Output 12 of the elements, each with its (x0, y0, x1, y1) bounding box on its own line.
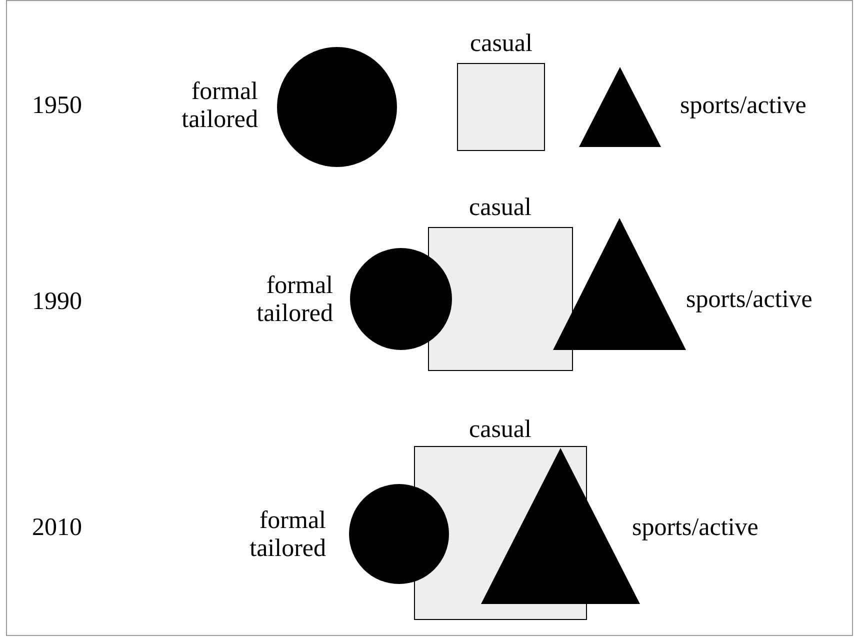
year-label: 1990 (32, 288, 82, 316)
category-label: sports/active (632, 514, 758, 542)
category-label: formal tailored (256, 272, 333, 328)
category-label: casual (470, 30, 532, 58)
year-label: 1950 (32, 92, 82, 120)
category-label: formal tailored (248, 507, 326, 563)
category-label: casual (469, 416, 532, 444)
year-label: 2010 (32, 514, 82, 542)
category-label: formal tailored (180, 78, 258, 134)
category-label: casual (469, 194, 532, 222)
category-label: sports/active (686, 286, 812, 314)
category-label: sports/active (680, 92, 806, 120)
